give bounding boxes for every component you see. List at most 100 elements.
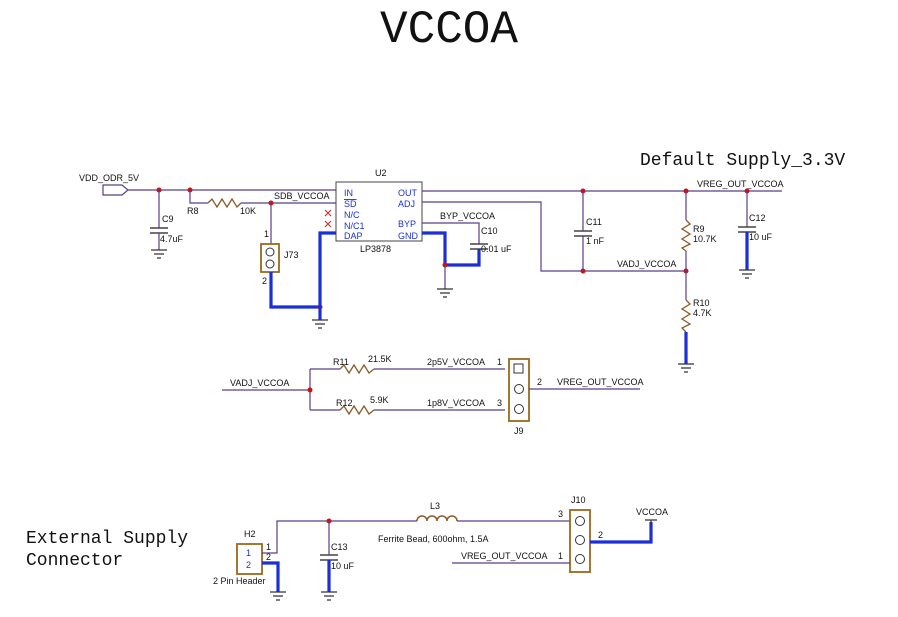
j73-pin1-label: 1 [264, 229, 269, 239]
junction-dot [307, 387, 313, 393]
ground-symbol [270, 591, 286, 601]
h2-pin2-label: 2 [246, 560, 251, 570]
wire-h2-pin2-gnd [262, 561, 280, 592]
jumper-j10 [569, 509, 591, 573]
wire-j10-pin2 [590, 522, 653, 544]
r11-ref: R11 [333, 357, 349, 367]
net-label-vreg-out-3: VREG_OUT_VCCOA [461, 551, 548, 561]
j9-pin-square [513, 363, 524, 374]
ground-symbol [437, 288, 453, 298]
r10-value: 4.7K [693, 308, 712, 318]
j9-ref: J9 [514, 426, 524, 436]
r9-value: 10.7K [693, 234, 717, 244]
j10-ref: J10 [571, 495, 586, 505]
j73-pin [265, 259, 275, 269]
wire-r8-drop [189, 190, 208, 204]
c11-value: 1 nF [586, 236, 605, 246]
c13-ref: C13 [331, 542, 348, 552]
u2-part-name: LP3878 [360, 244, 391, 254]
u2-pin-gnd: GND [398, 231, 419, 241]
c12-value: 10 uF [749, 232, 773, 242]
input-port-vdd-odr [102, 184, 129, 196]
ground-symbol [678, 363, 694, 373]
j10-pin [575, 554, 585, 564]
r12-value: 5.9K [370, 395, 389, 405]
h2-ref: H2 [244, 529, 256, 539]
j73-pin [265, 247, 275, 257]
h2-desc: 2 Pin Header [213, 576, 266, 586]
resistor-r12 [339, 404, 375, 416]
wire-adj [422, 201, 686, 272]
j10-pin [575, 535, 585, 545]
resistor-r11 [339, 363, 375, 375]
u2-pin-in: IN [344, 188, 353, 198]
resistor-r10 [680, 299, 692, 333]
power-symbol-vccoa [645, 519, 657, 526]
j9-pin [514, 384, 524, 394]
c11-ref: C11 [586, 217, 602, 227]
j9-pin [514, 404, 524, 414]
u2-pin-byp: BYP [398, 219, 416, 229]
net-label-2p5v: 2p5V_VCCOA [427, 357, 485, 367]
capacitor-c11 [574, 230, 592, 237]
net-label-vadj-2: VADJ_VCCOA [230, 378, 289, 388]
net-label-byp: BYP_VCCOA [440, 211, 495, 221]
j73-ref: J73 [284, 250, 299, 260]
c13-value: 10 uF [331, 561, 355, 571]
net-label-vccoa: VCCOA [636, 507, 668, 517]
u2-pin-dap: DAP [344, 231, 363, 241]
jumper-j9 [508, 358, 530, 422]
resistor-r9 [680, 219, 692, 252]
r10-ref: R10 [693, 298, 710, 308]
u2-ref: U2 [375, 168, 387, 178]
resistor-r8 [207, 197, 242, 209]
capacitor-c9 [150, 227, 168, 234]
l3-ref: L3 [430, 501, 440, 511]
no-connect-marks [324, 209, 332, 228]
u2-pin-adj: ADJ [398, 199, 415, 209]
c10-value: 0.01 uF [481, 244, 512, 254]
c12-ref: C12 [749, 213, 766, 223]
j9-pin2-label: 2 [537, 377, 542, 387]
j10-pin2-label: 2 [598, 530, 603, 540]
ground-symbol [321, 591, 337, 601]
header-h2 [236, 543, 263, 575]
net-label-sdb: SDB_VCCOA [274, 191, 330, 201]
default-supply-note: Default Supply_3.3V [640, 151, 846, 171]
schematic-title: VCCOA [379, 4, 519, 56]
h2-pin1-right: 1 [266, 542, 271, 552]
ic-u2 [335, 181, 423, 242]
net-label-1p8v: 1p8V_VCCOA [427, 398, 485, 408]
j73-pin2-label: 2 [262, 276, 267, 286]
u2-pin-nc: N/C [344, 210, 360, 220]
r8-ref: R8 [187, 206, 199, 216]
u2-pin-sd: SD [344, 199, 357, 209]
j9-pin3-label: 3 [497, 398, 502, 408]
ground-symbol [312, 319, 328, 329]
r9-ref: R9 [693, 224, 705, 234]
l3-desc: Ferrite Bead, 600ohm, 1.5A [378, 534, 489, 544]
c9-value: 4.7uF [160, 234, 184, 244]
j10-pin3-label: 3 [558, 509, 563, 519]
r8-value: 10K [240, 206, 256, 216]
net-label-vadj: VADJ_VCCOA [617, 259, 676, 269]
external-supply-note: External Supply Connector [26, 529, 189, 571]
wire-byp [422, 222, 480, 244]
h2-pin1-label: 1 [246, 548, 251, 558]
inductor-l3 [416, 515, 458, 522]
r11-value: 21.5K [368, 354, 392, 364]
j10-pin [575, 516, 585, 526]
wire-j73-gnd [269, 272, 320, 309]
r12-ref: R12 [336, 398, 353, 408]
wire-dap-gnd [318, 231, 336, 320]
net-label-vdd-odr: VDD_ODR_5V [79, 173, 139, 183]
capacitor-c13 [320, 554, 338, 561]
ground-symbol [739, 269, 755, 279]
ground-symbol [151, 249, 167, 259]
j9-pin1-label: 1 [497, 357, 502, 367]
net-label-vreg-out-2: VREG_OUT_VCCOA [557, 377, 644, 387]
u2-pin-nc1: N/C1 [344, 221, 365, 231]
wire-h2-pin1 [262, 520, 417, 554]
u2-pin-out: OUT [398, 188, 418, 198]
